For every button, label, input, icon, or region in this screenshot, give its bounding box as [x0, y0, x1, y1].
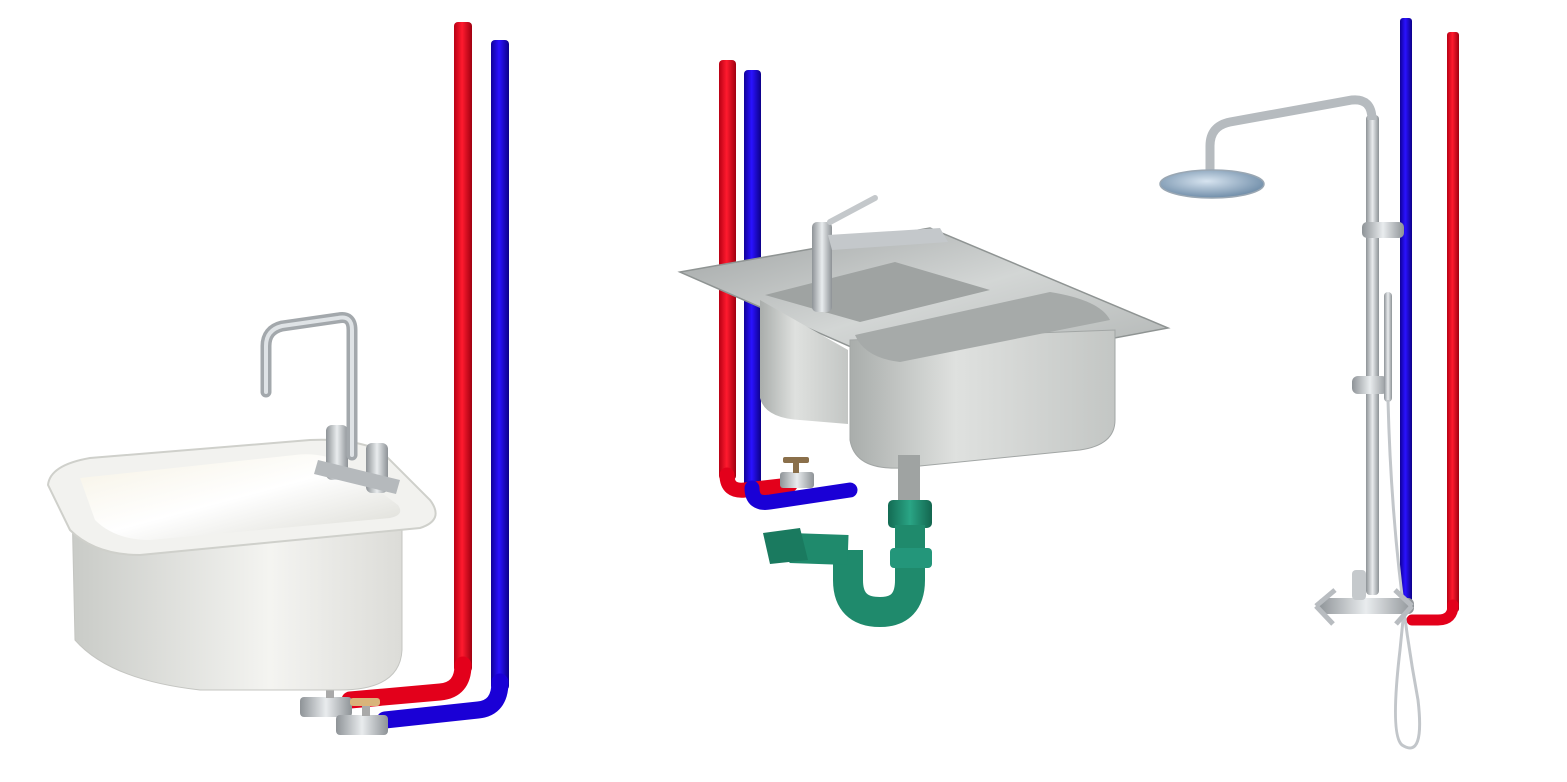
washbasin-group — [46, 22, 509, 735]
column-bracket-top — [1362, 222, 1404, 238]
hand-shower-holder — [1352, 376, 1388, 394]
sink-bowl-right — [849, 329, 1116, 469]
kitchen-faucet — [812, 195, 948, 312]
shower-mixer — [1314, 570, 1414, 626]
sink-bowl-left — [760, 300, 848, 424]
hot-pipe-riser — [1447, 32, 1459, 612]
shower-hose — [1386, 399, 1422, 750]
cold-pipe-riser — [1400, 18, 1412, 608]
washbasin-faucet — [260, 312, 400, 494]
drain-tail — [898, 455, 920, 505]
basin-bowl — [80, 454, 401, 540]
drain-trap — [763, 500, 932, 628]
hot-pipe-run — [1406, 599, 1459, 626]
hot-pipe-run — [341, 656, 472, 709]
cold-pipe-run — [744, 480, 858, 510]
cold-pipe-riser — [491, 40, 509, 690]
shower-head — [1159, 169, 1265, 199]
kitchen-valve — [780, 457, 814, 488]
cold-valve — [336, 698, 388, 735]
hand-shower — [1384, 292, 1392, 402]
cold-pipe-run — [376, 673, 509, 729]
hot-pipe-riser — [454, 22, 472, 672]
shower-group — [1159, 18, 1459, 750]
shower-column — [1366, 115, 1379, 595]
kitchen-sink-group — [677, 60, 1171, 628]
shower-arm — [1205, 95, 1377, 175]
